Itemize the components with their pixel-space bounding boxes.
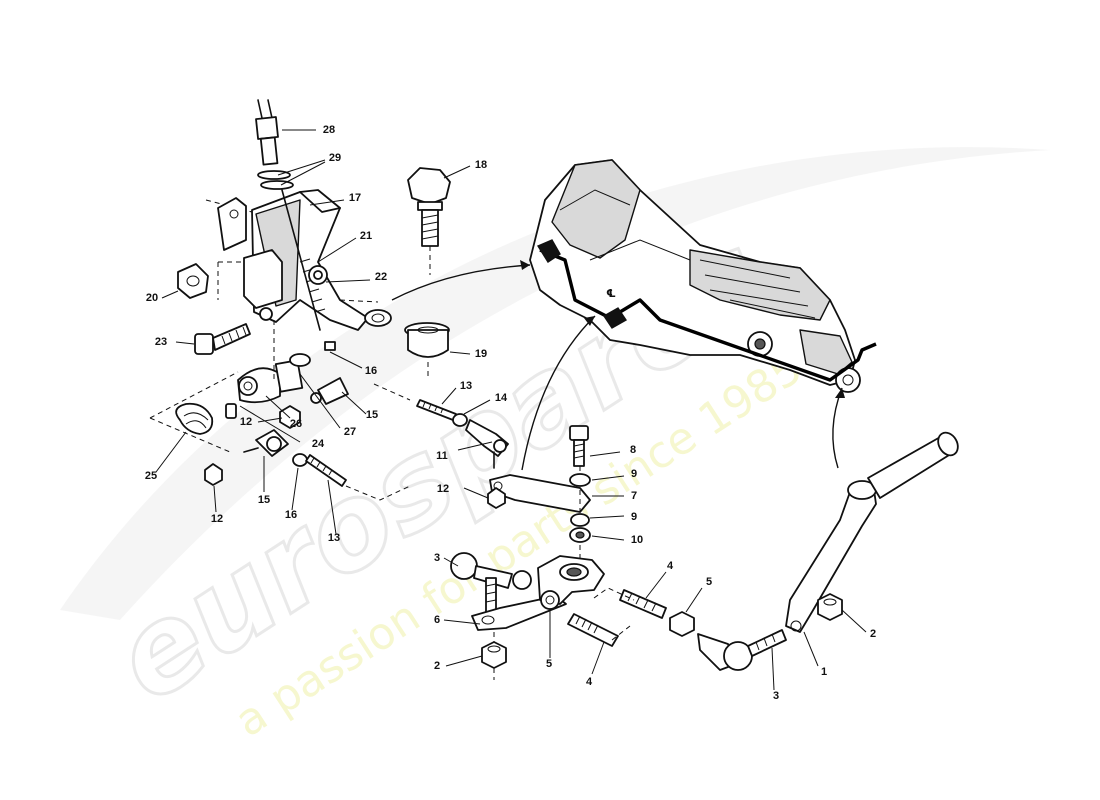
hand-lever-1 (785, 483, 877, 633)
callout-4-right: 4 (667, 560, 674, 572)
rod-13a (305, 454, 347, 487)
gearbox-housing: ℄ (391, 159, 877, 471)
ball-joint-15a (317, 377, 349, 405)
nut-14 (452, 413, 468, 427)
pin-24 (225, 403, 237, 419)
callout-28: 28 (323, 124, 335, 136)
mount-plate (217, 197, 247, 251)
washer-29b (260, 180, 294, 190)
cable-inner (281, 189, 321, 331)
callout-15-lower: 15 (258, 494, 270, 506)
callout-11: 11 (436, 450, 448, 462)
cable-ferrule (255, 116, 279, 140)
callout-8: 8 (630, 444, 636, 456)
callout-2-right: 2 (870, 628, 876, 640)
spring-clip-25 (175, 402, 214, 435)
callout-17: 17 (349, 192, 361, 204)
nut-5a (540, 590, 560, 610)
selector-bracket-group (149, 99, 411, 501)
callout-27: 27 (344, 426, 356, 438)
callout-2-left: 2 (434, 660, 440, 672)
callout-6: 6 (434, 614, 440, 626)
bracket-eye (364, 309, 392, 327)
nut-12a (279, 405, 301, 429)
callout-20: 20 (146, 292, 158, 304)
callout-16-upper: 16 (365, 365, 377, 377)
callout-9-lower: 9 (631, 511, 637, 523)
spacer-16 (324, 341, 336, 351)
callout-23: 23 (155, 336, 167, 348)
ball-joint-3a (450, 552, 478, 580)
callout-12-mid: 12 (437, 483, 449, 495)
callout-24: 24 (312, 438, 325, 450)
bolt-8-head (569, 425, 589, 441)
rod-4a (567, 613, 619, 647)
washer-29a (257, 170, 291, 180)
callout-16-lower: 16 (285, 509, 297, 521)
leader-lines (155, 129, 867, 691)
stud-3a (485, 577, 497, 613)
bolt-23-shank (212, 323, 251, 351)
callout-4-left: 4 (586, 676, 593, 688)
callout-10: 10 (631, 534, 643, 546)
callout-14: 14 (495, 392, 508, 404)
callout-7: 7 (631, 490, 637, 502)
bolt-18-head (407, 167, 451, 205)
callout-18: 18 (475, 159, 487, 171)
callout-5-left: 5 (546, 658, 552, 670)
bush-27-top (289, 353, 311, 367)
nut-20 (177, 263, 209, 299)
selector-rod (539, 248, 877, 382)
arrow-handle-to-gearbox (832, 387, 843, 469)
intermediate-lever-group (416, 399, 591, 562)
washer-9b (570, 513, 590, 527)
callout-3-right: 3 (773, 690, 779, 702)
callout-5-right: 5 (706, 576, 712, 588)
stud-3b (747, 629, 787, 657)
nut-12b (204, 463, 223, 486)
callout-12-left-lower: 12 (211, 513, 223, 525)
callout-22: 22 (375, 271, 387, 283)
bolt-8-shank (573, 439, 585, 467)
arrow-lever-to-gearbox (521, 315, 596, 471)
washer-9a (569, 473, 591, 487)
callout-13-mid: 13 (460, 380, 472, 392)
washer-16 (292, 453, 308, 467)
callout-15-upper: 15 (366, 409, 378, 421)
pivot-block (243, 249, 283, 309)
arrow-bracket-to-gearbox (391, 264, 531, 301)
nut-19 (407, 329, 449, 358)
centerline-mark: ℄ (606, 288, 616, 300)
callout-1: 1 (821, 666, 827, 678)
mount-fasteners (404, 167, 451, 380)
callout-29: 29 (329, 152, 341, 164)
callout-13-left: 13 (328, 532, 340, 544)
callout-3-left: 3 (434, 552, 440, 564)
rod-4b (619, 589, 667, 619)
callout-9-upper: 9 (631, 468, 637, 480)
nut-5b (669, 611, 695, 637)
cable-outer (257, 99, 263, 119)
nut-12c (487, 487, 506, 509)
callout-25: 25 (145, 470, 157, 482)
callout-26: 26 (290, 418, 302, 430)
callout-21: 21 (360, 230, 372, 242)
bush-27 (274, 359, 304, 393)
callout-12-left-upper: 12 (240, 416, 252, 428)
callout-19: 19 (475, 348, 487, 360)
nut-2b (817, 593, 843, 621)
callout-labels: 28 29 17 21 22 20 23 16 15 27 26 24 12 2… (145, 124, 876, 702)
lower-linkage-group (450, 431, 959, 680)
bolt-23-head (194, 333, 214, 355)
